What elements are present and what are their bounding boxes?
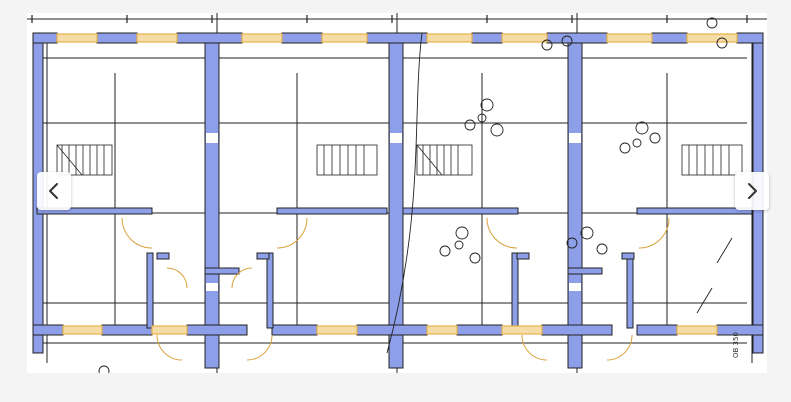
next-image-button[interactable] xyxy=(735,172,769,210)
floor-plan-drawing xyxy=(27,13,767,373)
previous-image-button[interactable] xyxy=(37,172,71,210)
chevron-left-icon xyxy=(49,183,58,199)
floor-plan-image: ОВ 350 xyxy=(27,13,767,373)
chevron-right-icon xyxy=(748,183,757,199)
dimension-label: ОВ 350 xyxy=(732,332,740,358)
